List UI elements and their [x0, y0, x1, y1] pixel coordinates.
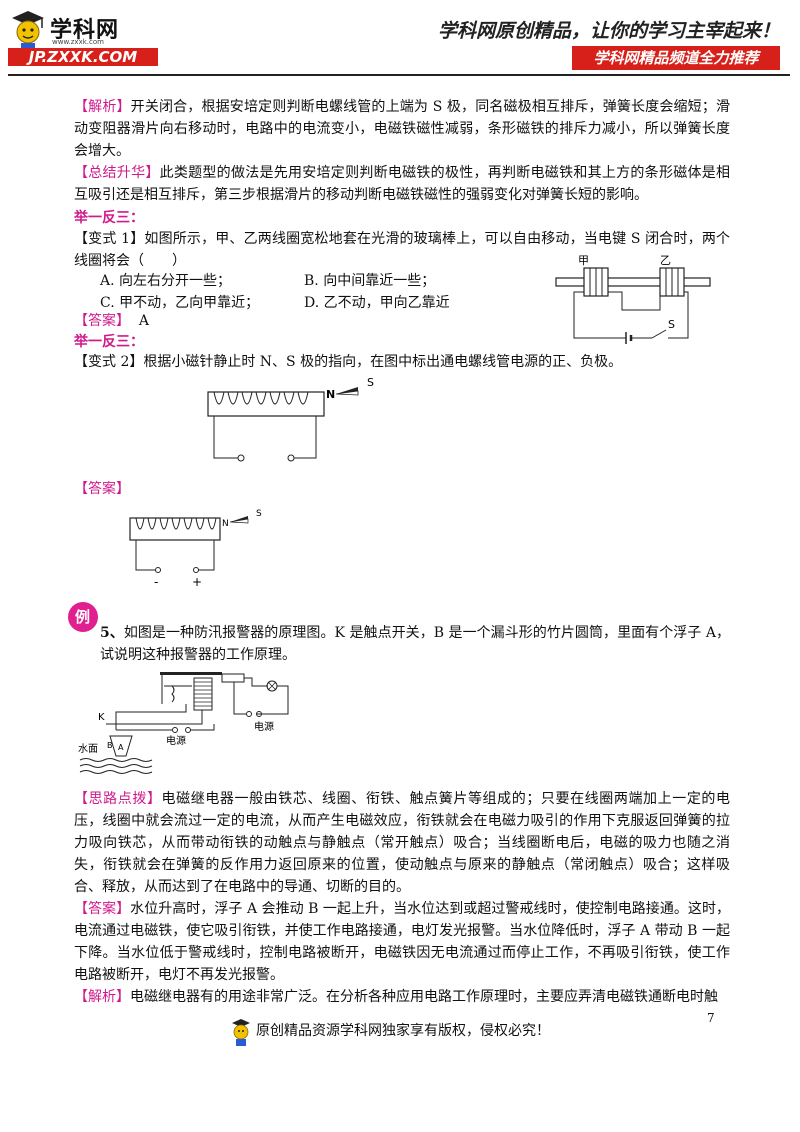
hint-paragraph: 【思路点拨】电磁继电器一般由铁芯、线圈、衔铁、触点簧片等组成的；只要在线圈两端加… — [74, 788, 730, 898]
logo-url-small: www.zxxk.com — [52, 38, 104, 46]
example-badge: 例 — [66, 600, 100, 634]
label-b: B — [107, 741, 113, 750]
footer-notice: 原创精品资源学科网独家享有版权，侵权必究！ — [232, 1019, 574, 1046]
analysis-paragraph: 【解析】开关闭合，根据安培定则判断电螺线管的上端为 S 极，同名磁极相互排斥，弹… — [74, 96, 730, 162]
footer-text: 原创精品资源学科网独家享有版权，侵权必究！ — [256, 1023, 550, 1039]
ans-needle-n: N — [222, 519, 229, 529]
example-badge-icon — [68, 602, 98, 632]
footer-mascot-icon — [232, 1019, 250, 1046]
example5-text: 如图是一种防汛报警器的原理图。K 是触点开关，B 是一个漏斗形的竹片圆筒，里面有… — [100, 625, 730, 663]
analysis-tag: 【解析】 — [74, 99, 131, 115]
label-jia: 甲 — [578, 254, 589, 267]
hint-tag: 【思路点拨】 — [74, 791, 162, 807]
answer-tag: 【答案】 — [74, 313, 130, 329]
logo-url-banner[interactable]: JP.ZXXK.COM — [8, 48, 158, 66]
variant2-answer-tag: 【答案】 — [74, 481, 130, 497]
explanation-text: 电磁继电器有的用途非常广泛。在分析各种应用电路工作原理时，主要应弄清电磁铁通断电… — [130, 989, 718, 1005]
section-heading-1: 举一反三： — [74, 210, 144, 226]
coils-on-rod-figure: 甲 乙 S — [555, 254, 711, 344]
summary-text: 此类题型的做法是先用安培定则判断电磁铁的极性，再判断电磁铁和其上方的条形磁体是相… — [74, 165, 731, 203]
label-a: A — [118, 743, 124, 752]
option-c: C. 甲不动，乙向甲靠近； — [100, 295, 260, 311]
label-yi: 乙 — [660, 254, 671, 267]
analysis-text: 开关闭合，根据安培定则判断电螺线管的上端为 S 极，同名磁极相互排斥，弹簧长度会… — [74, 99, 730, 159]
coil-jia — [583, 267, 609, 297]
example5-question: 5、如图是一种防汛报警器的原理图。K 是触点开关，B 是一个漏斗形的竹片圆筒，里… — [100, 622, 730, 666]
option-b: B. 向中间靠近一些； — [304, 273, 436, 289]
answer-paragraph: 【答案】水位升高时，浮子 A 会推动 B 一起上升，当水位达到或超过警戒线时，使… — [74, 898, 730, 986]
hint-text: 电磁继电器一般由铁芯、线圈、衔铁、触点簧片等组成的；只要在线圈两端加上一定的电压… — [74, 791, 730, 895]
needle-label-n: N — [326, 388, 335, 401]
needle-label-s: S — [367, 376, 374, 389]
variant1-question: 【变式 1】如图所示，甲、乙两线圈宽松地套在光滑的玻璃棒上，可以自由移动，当电键… — [74, 231, 730, 269]
solenoid-figure: N S — [207, 376, 374, 462]
label-power-left: 电源 — [166, 734, 186, 747]
option-d: D. 乙不动，甲向乙靠近 — [304, 295, 450, 311]
answer-paragraph-tag: 【答案】 — [74, 901, 131, 917]
ans-needle-s: S — [256, 509, 262, 519]
page-number: 7 — [707, 1011, 715, 1025]
summary-tag: 【总结升华】 — [74, 165, 160, 181]
explanation-tag: 【解析】 — [74, 989, 130, 1005]
section-heading-2: 举一反三： — [74, 334, 144, 350]
mascot-logo-icon — [12, 11, 44, 51]
solenoid-answer-figure: N S - + — [129, 509, 262, 589]
label-power-right: 电源 — [254, 720, 274, 733]
logo-text: 学科网 — [50, 18, 120, 43]
channel-banner: 学科网精品频道全力推荐 — [572, 46, 780, 70]
header-slogan: 学科网原创精品，让你的学习主宰起来！ — [437, 20, 780, 42]
label-water: 水面 — [78, 743, 98, 755]
answer-value: A — [138, 313, 150, 329]
example5-number: 5、 — [100, 625, 124, 641]
header-divider — [8, 74, 790, 76]
coil-yi — [659, 267, 685, 297]
variant2-question: 【变式 2】根据小磁针静止时 N、S 极的指向，在图中标出通电螺线管电源的正、负… — [74, 354, 623, 370]
label-k: K — [98, 712, 105, 723]
label-switch-s: S — [668, 318, 675, 331]
ans-minus: - — [154, 575, 158, 589]
variant1-answer: 【答案】 A — [74, 310, 149, 330]
answer-paragraph-text: 水位升高时，浮子 A 会推动 B 一起上升，当水位达到或超过警戒线时，使控制电路… — [74, 901, 730, 983]
summary-paragraph: 【总结升华】此类题型的做法是先用安培定则判断电磁铁的极性，再判断电磁铁和其上方的… — [74, 162, 730, 206]
flood-alarm-figure: 电源 K 电源 A B 水面 — [78, 672, 289, 774]
explanation-paragraph: 【解析】电磁继电器有的用途非常广泛。在分析各种应用电路工作原理时，主要应弄清电磁… — [74, 986, 730, 1008]
ans-plus: + — [192, 575, 202, 589]
option-a: A. 向左右分开一些； — [100, 273, 232, 289]
